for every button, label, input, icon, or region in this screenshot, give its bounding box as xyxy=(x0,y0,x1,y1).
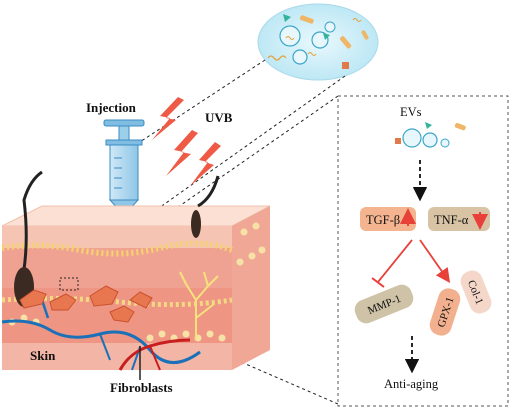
injection-label: Injection xyxy=(86,100,137,115)
fibroblast-cells xyxy=(19,285,153,323)
tgf-label: TGF-β xyxy=(366,213,400,227)
ev-vesicle-icon xyxy=(395,122,466,148)
zoom-box xyxy=(59,277,79,291)
uvb-label: UVB xyxy=(205,110,233,125)
gpx1-box: GPX-1 xyxy=(429,288,461,336)
inhibit-line xyxy=(377,239,413,283)
skin-block xyxy=(1,170,271,371)
evs-label: EVs xyxy=(400,105,422,119)
uvb-bolt-icon xyxy=(152,97,221,186)
activate-arrow xyxy=(419,239,451,283)
inhibit-bar xyxy=(371,277,385,288)
mmp1-box: MMP-1 xyxy=(354,284,414,324)
col1-box: Col-1 xyxy=(460,270,492,314)
connector-line xyxy=(79,95,339,276)
syringe-icon xyxy=(103,119,145,222)
connector-line xyxy=(119,59,266,156)
ev-bubble xyxy=(257,3,379,81)
anti-aging-label: Anti-aging xyxy=(384,377,439,391)
mechanism-panel xyxy=(337,95,509,407)
skin-label: Skin xyxy=(30,348,56,363)
fibroblasts-label: Fibroblasts xyxy=(110,380,173,395)
tnf-label: TNF-α xyxy=(434,213,469,227)
